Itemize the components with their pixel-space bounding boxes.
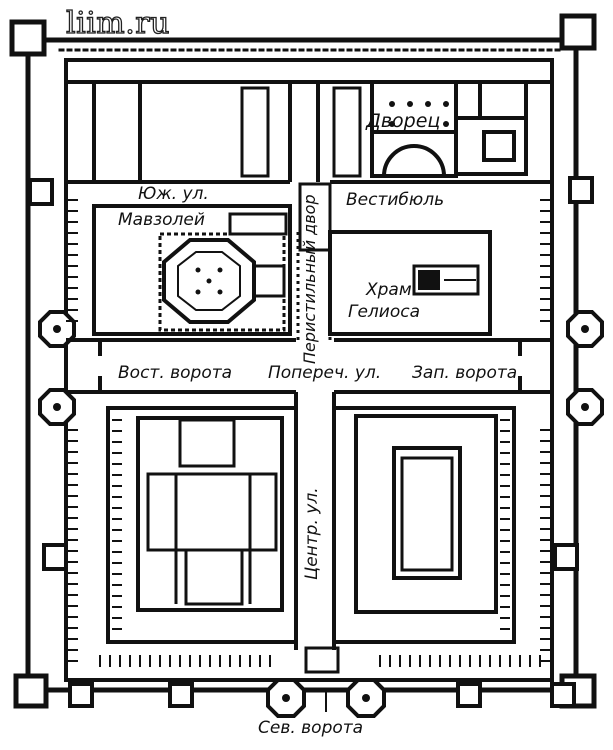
temple-of-helios	[412, 264, 480, 296]
tower-w2	[42, 543, 68, 571]
east-gallery-hatch	[540, 199, 552, 662]
label-central-street: Центр. ул.	[302, 487, 322, 580]
corner-tower-sw	[13, 673, 49, 709]
label-cross-street: Попереч. ул.	[268, 363, 382, 383]
palace-columns	[195, 101, 449, 295]
watermark-logo: liim.ru	[65, 5, 170, 41]
corner-tower-ne	[559, 13, 597, 51]
label-peristyle: Перистильный двор	[300, 194, 319, 364]
tower-s4	[550, 682, 576, 708]
tower-s1	[68, 682, 94, 708]
tower-e2	[553, 543, 579, 571]
label-vestibule: Вестибюль	[346, 190, 445, 210]
label-mausoleum: Мавзолей	[118, 210, 205, 230]
mausoleum-precinct	[92, 204, 292, 336]
stairs-east	[332, 86, 362, 178]
tower-s3	[456, 682, 482, 708]
tower-s2	[168, 682, 194, 708]
label-temple-line2: Гелиоса	[348, 302, 421, 322]
label-north-gate: Сев. ворота	[258, 718, 364, 738]
north-gate	[304, 646, 340, 674]
inner-court-hatch	[112, 419, 510, 630]
vestibule	[298, 182, 332, 252]
north-gallery-hatch	[99, 655, 541, 667]
label-east-gate: Вост. ворота	[118, 363, 233, 383]
west-gallery-hatch	[66, 199, 78, 662]
tower-e1	[568, 176, 594, 204]
corner-tower-nw	[9, 19, 47, 57]
label-temple-line1: Храм	[366, 280, 412, 300]
tower-w1	[28, 178, 54, 206]
nw-quarter	[106, 406, 298, 644]
label-south-street: Юж. ул.	[138, 184, 209, 204]
label-palace: Дворец	[366, 110, 441, 132]
stairs-west	[240, 86, 270, 178]
ne-quarter	[332, 406, 516, 644]
mausoleum-octagon	[162, 238, 256, 324]
label-west-gate: Зап. ворота	[412, 363, 518, 383]
